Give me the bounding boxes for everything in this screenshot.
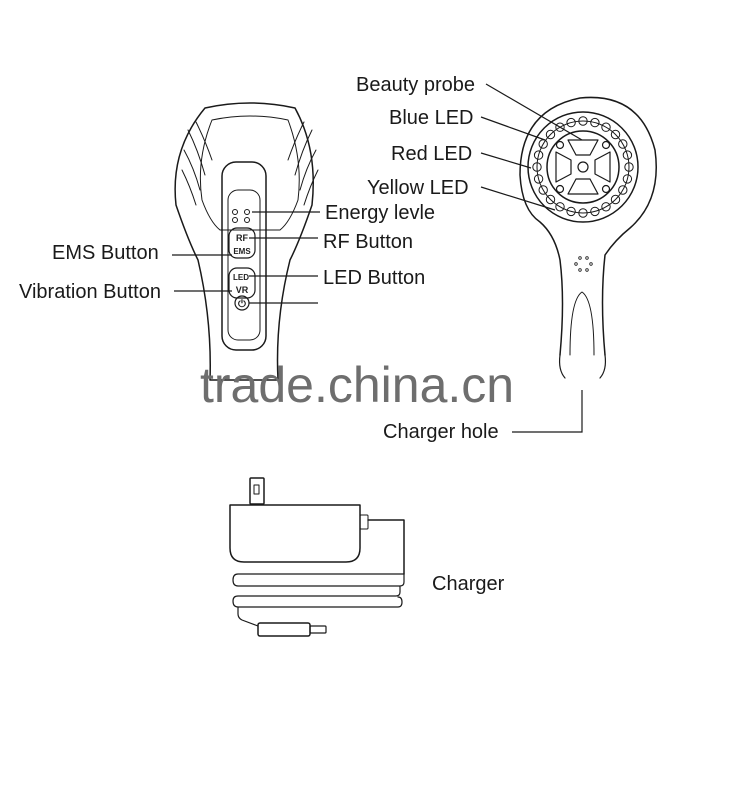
red-led-line — [480, 152, 532, 169]
led-bead — [590, 117, 600, 128]
led-bead — [578, 208, 588, 218]
led-bead — [538, 185, 548, 195]
charger-dc-plug-tip — [309, 625, 327, 634]
led-bead — [555, 122, 565, 132]
label-beauty-probe: Beauty probe — [356, 74, 475, 96]
led-bead — [566, 206, 576, 217]
front-right-vents — [287, 121, 319, 206]
ems-button-text: EMS — [233, 247, 251, 256]
charger-strain-relief — [359, 514, 369, 530]
label-energy-level: Energy levle — [325, 202, 435, 224]
blue-led-line — [480, 116, 546, 141]
charger-plug-hole — [253, 484, 260, 495]
charger-hole-line — [512, 390, 583, 433]
beauty-probe-line — [485, 83, 583, 141]
control-panel-inner — [227, 189, 261, 341]
charger-adapter-body — [229, 504, 361, 563]
charger-illustration — [229, 477, 405, 637]
label-yellow-led: Yellow LED — [367, 177, 469, 199]
front-body-outline — [174, 102, 314, 381]
led-bead — [532, 162, 542, 172]
label-charger-hole: Charger hole — [383, 421, 499, 443]
led-bead — [610, 194, 621, 205]
probe-head-outline — [519, 96, 657, 356]
control-panel — [221, 161, 267, 351]
charger-cable-loops — [232, 573, 405, 627]
led-bead — [622, 174, 633, 184]
probe-electrodes — [555, 139, 611, 195]
rf-button-text: RF — [236, 233, 248, 243]
device-front-view — [174, 102, 319, 381]
label-red-led: Red LED — [391, 143, 472, 165]
label-vibration-button: Vibration Button — [19, 281, 161, 303]
probe-ring-outer — [527, 111, 639, 223]
power-icon: ⏻ — [238, 298, 246, 310]
led-bead — [622, 150, 633, 160]
label-ems-button: EMS Button — [52, 242, 159, 264]
led-bead — [624, 162, 634, 172]
yellow-led-line — [480, 186, 556, 211]
led-button-text: LED — [233, 273, 249, 282]
front-head-inner — [199, 115, 300, 231]
probe-callout-lines — [480, 83, 583, 433]
vr-button-text: VR — [236, 285, 249, 295]
rf-ems-button[interactable] — [228, 227, 256, 259]
label-led-button: LED Button — [323, 267, 425, 289]
probe-handle-oval — [569, 291, 595, 356]
label-rf-button: RF Button — [323, 231, 413, 253]
device-probe-view — [519, 96, 657, 379]
led-bead-ring — [532, 116, 634, 218]
led-bead — [578, 116, 588, 126]
led-bead — [618, 185, 628, 195]
led-bead — [555, 202, 565, 212]
led-bead — [533, 150, 544, 160]
front-left-vents — [181, 121, 213, 206]
charger-cable-top — [367, 519, 405, 575]
led-bead — [618, 139, 628, 149]
front-callout-lines — [172, 211, 320, 304]
led-vr-button[interactable] — [228, 267, 256, 299]
label-charger: Charger — [432, 573, 505, 595]
led-bead — [601, 122, 611, 132]
probe-handle-right — [599, 354, 607, 379]
led-bead — [545, 129, 556, 140]
watermark: trade.china.cn — [200, 357, 514, 413]
led-bead — [566, 117, 576, 128]
charger-dc-plug-body — [257, 622, 311, 637]
led-bead — [533, 174, 544, 184]
energy-level-indicator — [232, 209, 250, 223]
probe-ring-inner — [546, 130, 620, 204]
label-blue-led: Blue LED — [389, 107, 474, 129]
probe-ring-led — [536, 120, 630, 214]
charger-plug-prong — [249, 477, 265, 505]
led-bead — [590, 206, 600, 217]
probe-sensor-dots — [574, 256, 593, 272]
probe-handle-left — [558, 354, 566, 379]
led-bead — [545, 194, 556, 205]
led-bead — [610, 129, 621, 140]
led-bead — [601, 202, 611, 212]
